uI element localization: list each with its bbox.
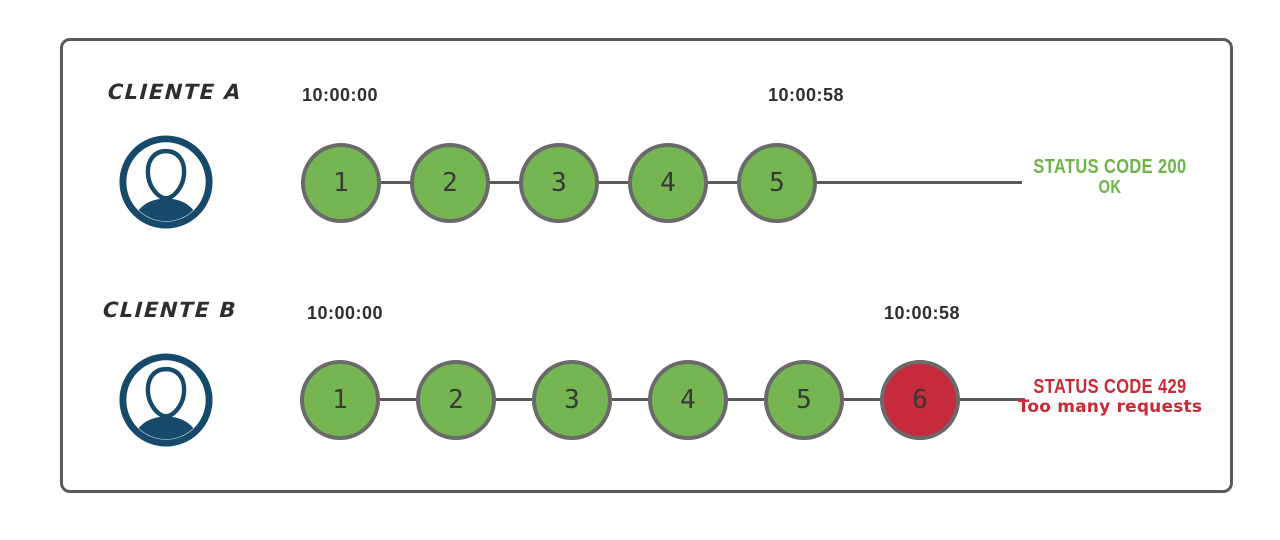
request-circle: 4 <box>628 143 708 223</box>
request-number: 4 <box>660 168 676 198</box>
status-description-text: OK <box>1098 177 1122 197</box>
client-a-requests: 1 2 3 4 5 <box>301 143 817 223</box>
request-number: 2 <box>448 385 464 415</box>
client-b-status-message: STATUS CODE 429 Too many requests <box>1010 377 1210 417</box>
client-a-label: CLIENTE A <box>107 80 243 104</box>
status-code-text: STATUS CODE 429 <box>1033 376 1187 398</box>
request-circle: 2 <box>410 143 490 223</box>
request-number: 5 <box>796 385 812 415</box>
request-circle: 4 <box>648 360 728 440</box>
status-code-text: STATUS CODE 200 <box>1033 156 1187 178</box>
client-a-start-time: 10:00:00 <box>301 85 379 105</box>
client-b-requests: 1 2 3 4 5 6 <box>300 360 960 440</box>
request-circle: 2 <box>416 360 496 440</box>
request-circle: 3 <box>532 360 612 440</box>
request-number: 2 <box>442 168 458 198</box>
request-circle: 1 <box>300 360 380 440</box>
request-number: 3 <box>564 385 580 415</box>
client-b-end-time: 10:00:58 <box>883 303 961 323</box>
request-number: 1 <box>333 168 349 198</box>
client-b-label: CLIENTE B <box>102 298 238 322</box>
client-b-start-time: 10:00:00 <box>306 303 384 323</box>
diagram-frame <box>60 38 1233 493</box>
status-description-text: Too many requests <box>1017 397 1203 417</box>
request-number: 5 <box>769 168 785 198</box>
request-number: 4 <box>680 385 696 415</box>
request-circle-rejected: 6 <box>880 360 960 440</box>
request-number: 6 <box>912 385 928 415</box>
request-circle: 3 <box>519 143 599 223</box>
client-a-user-icon <box>119 135 213 229</box>
request-number: 3 <box>551 168 567 198</box>
client-b-user-icon <box>119 353 213 447</box>
request-circle: 5 <box>737 143 817 223</box>
request-number: 1 <box>332 385 348 415</box>
client-a-status-message: STATUS CODE 200 OK <box>1010 157 1210 197</box>
client-a-end-time: 10:00:58 <box>767 85 845 105</box>
request-circle: 1 <box>301 143 381 223</box>
request-circle: 5 <box>764 360 844 440</box>
